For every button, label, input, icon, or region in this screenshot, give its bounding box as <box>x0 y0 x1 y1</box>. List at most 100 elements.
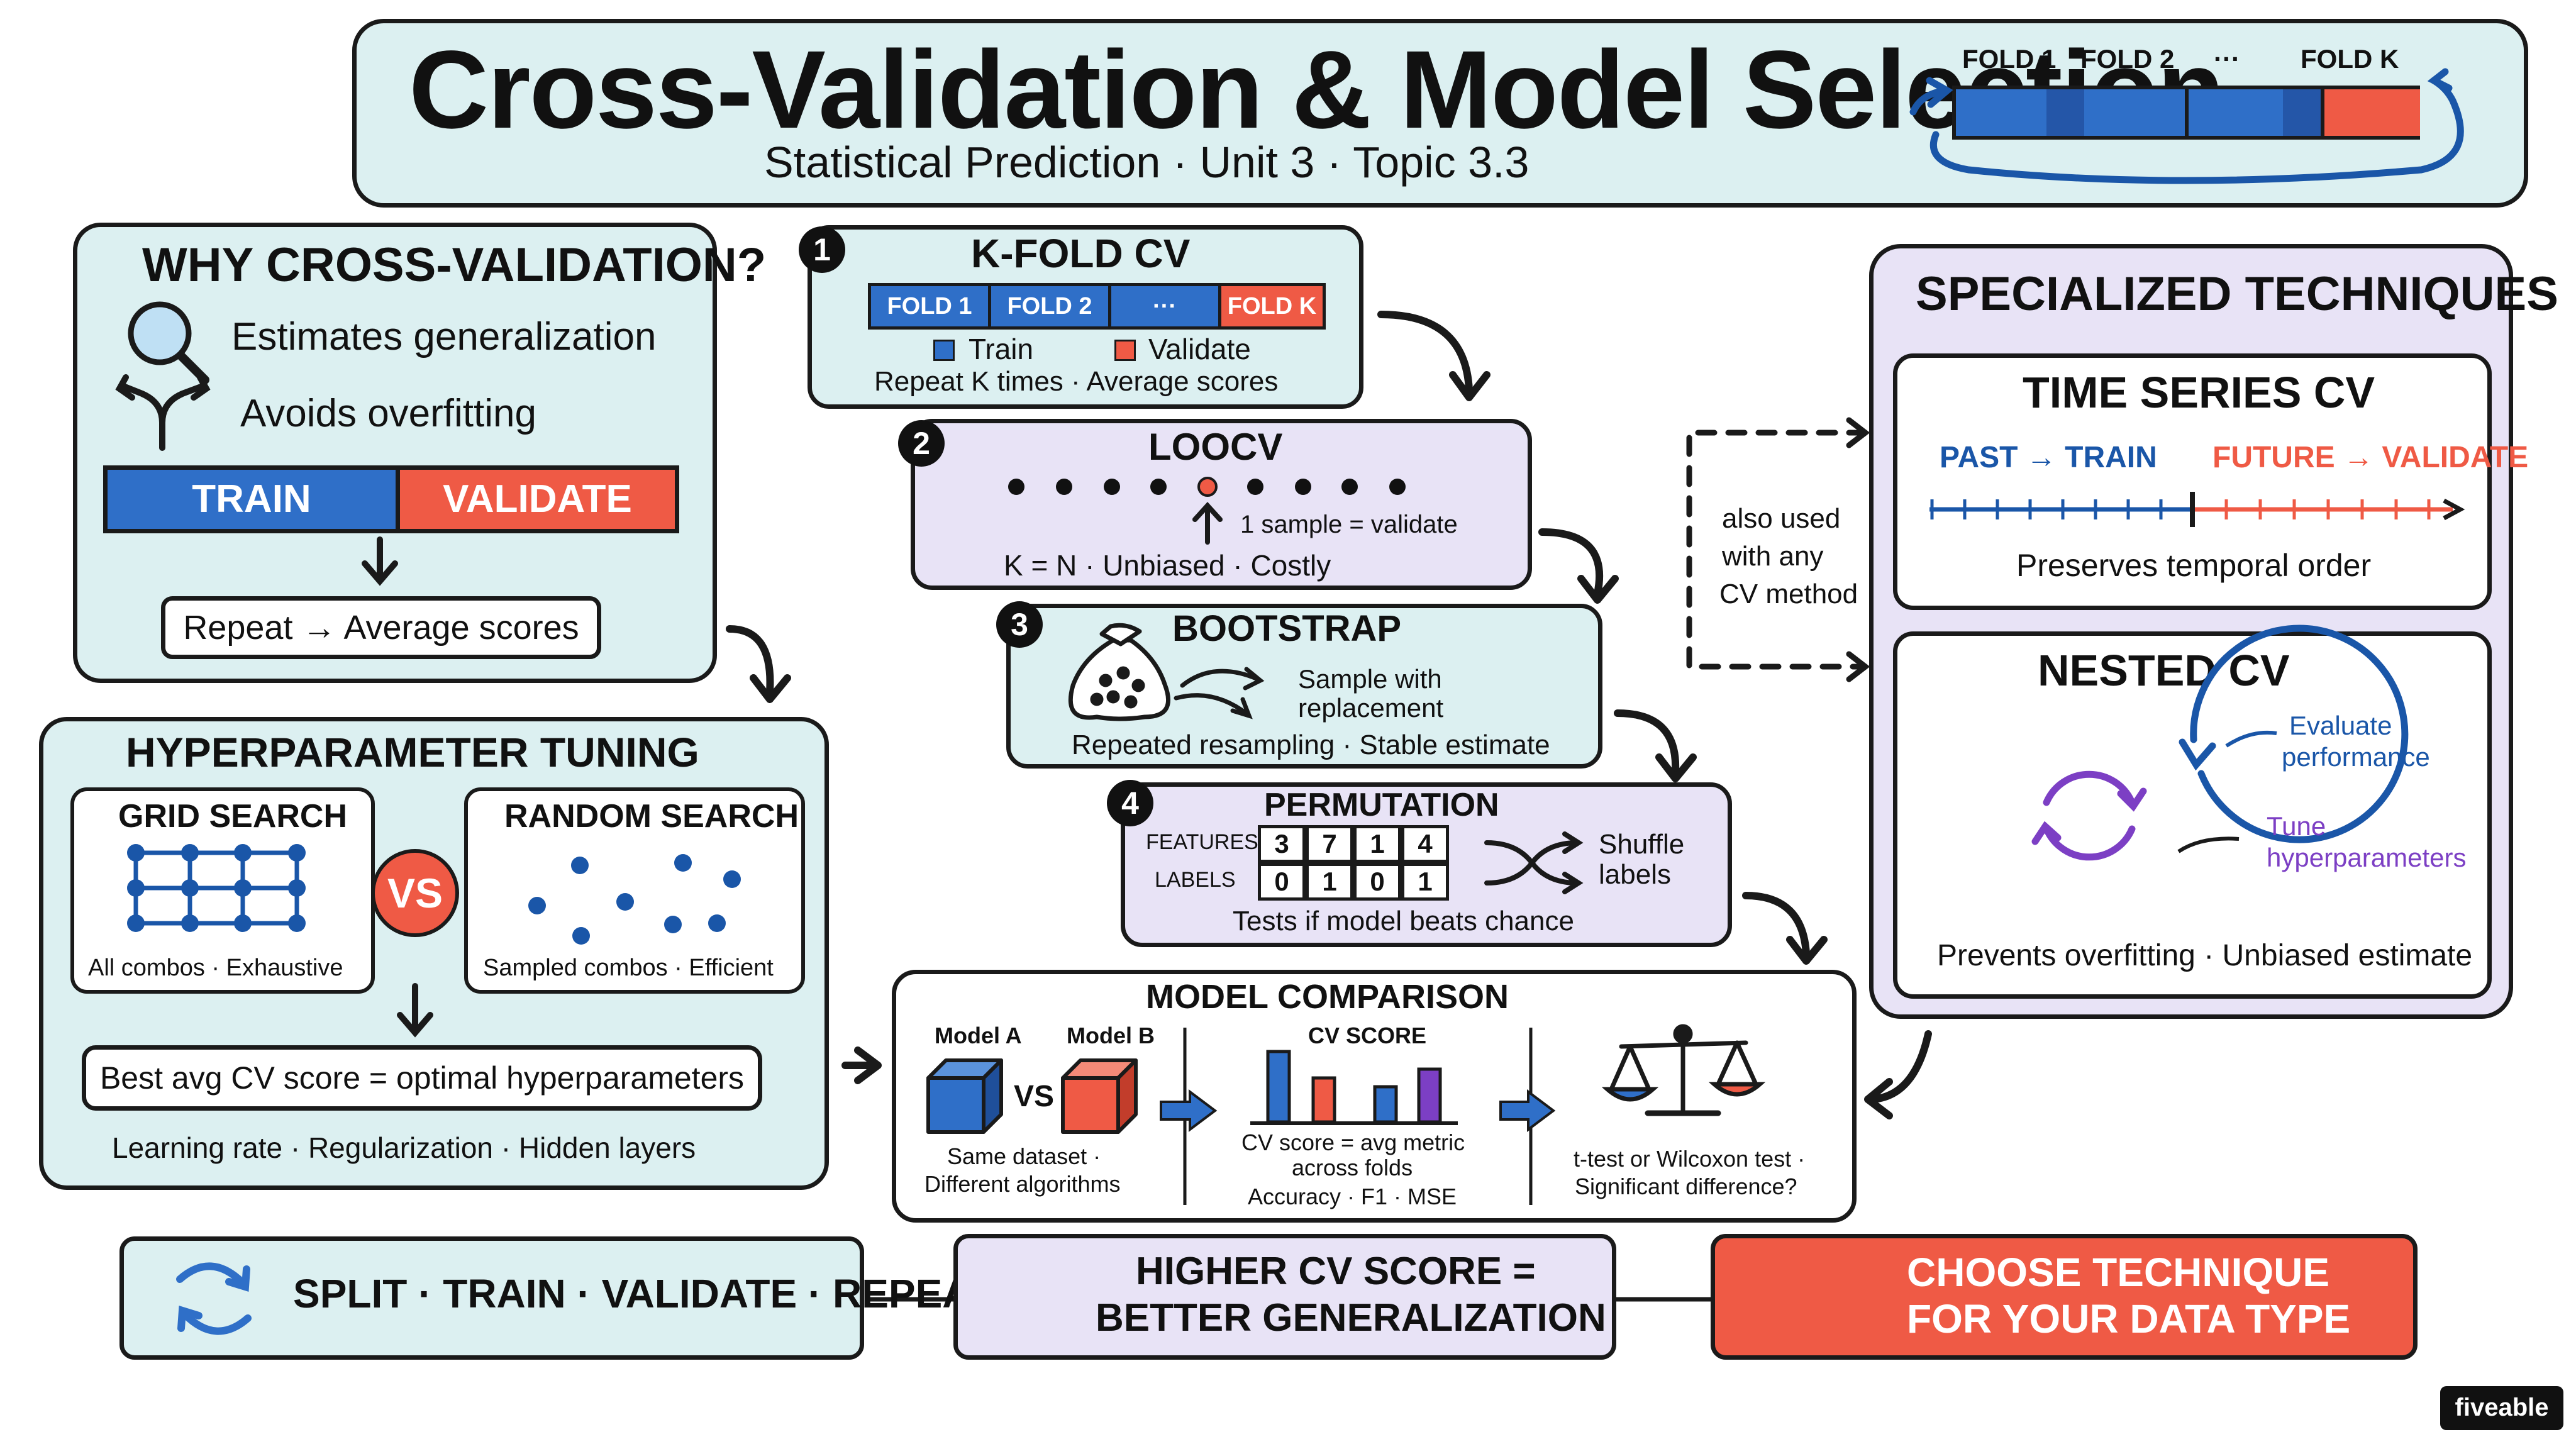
footer-higher-line2: BETTER GENERALIZATION <box>1096 1296 1606 1340</box>
random-search-card <box>464 787 805 994</box>
footer-higher-box <box>953 1234 1616 1360</box>
legend-train-swatch <box>933 340 955 361</box>
best-score-label: Best avg CV score = optimal hyperparamet… <box>99 1060 745 1096</box>
nested-outer-line1: Evaluate <box>2289 711 2392 740</box>
step-number-4: 4 <box>1107 780 1153 826</box>
shuffle-line2: labels <box>1599 859 1671 890</box>
connector-arrow <box>726 625 774 696</box>
step-number-2: 2 <box>898 420 945 467</box>
cv-caption-line2: across folds <box>1292 1155 1413 1180</box>
permutation-caption: Tests if model beats chance <box>1233 906 1574 936</box>
nested-cv-title: NESTED CV <box>2038 646 2290 695</box>
also-used-line3: CV method <box>1719 579 1858 609</box>
footer-choose-line1: CHOOSE TECHNIQUE <box>1907 1250 2330 1295</box>
loocv-title: LOOCV <box>1148 426 1283 468</box>
legend-validate-label: Validate <box>1148 333 1251 365</box>
connector-arrow <box>1864 1078 1893 1119</box>
header-fold-label: FOLD 1 <box>1962 44 2057 74</box>
kfold-fold-2: FOLD 2 <box>988 286 1108 326</box>
kfold-title: K-FOLD CV <box>971 231 1191 276</box>
time-series-caption: Preserves temporal order <box>2016 548 2372 583</box>
grid-search-caption: All combos · Exhaustive <box>88 955 343 981</box>
footer-loop-box <box>119 1236 864 1360</box>
page-title: Cross-Validation & Model Selection <box>409 28 2224 152</box>
header-fold-label: ··· <box>2214 44 2240 74</box>
permutation-title: PERMUTATION <box>1264 787 1499 823</box>
dashed-connector-head <box>1846 417 1870 448</box>
brand-badge: fiveable <box>2440 1386 2563 1430</box>
header-fold-validate <box>2321 89 2420 136</box>
hyperparameter-list: Learning rate · Regularization · Hidden … <box>112 1131 696 1164</box>
validate-segment: VALIDATE <box>396 470 675 529</box>
footer-choose-line2: FOR YOUR DATA TYPE <box>1907 1296 2351 1341</box>
repeat-average-pill: Repeat → Average scores <box>161 596 601 659</box>
also-used-line2: with any <box>1722 541 1824 572</box>
connector-arrow <box>1538 528 1604 597</box>
footer-loop-label: SPLIT · TRAIN · VALIDATE · REPEAT <box>293 1271 993 1316</box>
dashed-connector-head <box>1846 651 1870 682</box>
grid-search-title: GRID SEARCH <box>118 798 348 835</box>
header-fold-label: FOLD K <box>2301 44 2399 74</box>
tuning-title: HYPERPARAMETER TUNING <box>126 729 699 775</box>
connector-arrow <box>1577 575 1619 604</box>
model-b-label: Model B <box>1067 1023 1155 1048</box>
connector-arrow <box>750 674 791 703</box>
label-cell: 1 <box>1306 863 1353 901</box>
model-a-label: Model A <box>935 1023 1022 1048</box>
feature-cell: 7 <box>1306 825 1353 863</box>
shuffle-line1: Shuffle <box>1599 829 1685 860</box>
bootstrap-note-line1: Sample with <box>1298 664 1442 694</box>
nested-inner-line1: Tune <box>2267 811 2326 841</box>
cv-caption-line1: CV score = avg metric <box>1241 1130 1465 1155</box>
feature-cell: 3 <box>1258 825 1306 863</box>
labels-row-label: LABELS <box>1155 868 1236 892</box>
cv-score-title: CV SCORE <box>1308 1023 1427 1048</box>
page-subtitle: Statistical Prediction · Unit 3 · Topic … <box>764 138 1530 187</box>
random-search-title: RANDOM SEARCH <box>504 798 799 835</box>
vs-badge: VS <box>371 849 459 937</box>
also-used-line1: also used <box>1722 503 1841 534</box>
kfold-fold-1: FOLD 1 <box>871 286 988 326</box>
label-cell: 0 <box>1353 863 1401 901</box>
feature-cell: 1 <box>1353 825 1401 863</box>
features-row-label: FEATURES <box>1146 830 1258 854</box>
why-title: WHY CROSS-VALIDATION? <box>142 238 767 292</box>
loocv-note: 1 sample = validate <box>1240 511 1458 538</box>
nested-outer-line2: performance <box>2282 742 2430 772</box>
grid-search-card <box>70 787 375 994</box>
feature-cell: 4 <box>1401 825 1449 863</box>
kfold-bar: FOLD 1 FOLD 2 ··· FOLD K <box>868 283 1326 330</box>
connector-arrow <box>1868 1030 1932 1103</box>
brand-label: fiveable <box>2455 1394 2549 1421</box>
step-number-1: 1 <box>799 226 845 273</box>
ts-future-label: FUTURE → VALIDATE <box>2212 441 2529 474</box>
footer-higher-line1: HIGHER CV SCORE = <box>1136 1250 1536 1293</box>
specialized-title: SPECIALIZED TECHNIQUES <box>1916 267 2558 321</box>
why-item-overfitting: Avoids overfitting <box>240 392 536 435</box>
header-fold-divider <box>2046 89 2084 136</box>
test-caption-line1: t-test or Wilcoxon test · <box>1574 1146 1806 1172</box>
header-fold-label: FOLD 2 <box>2080 44 2175 74</box>
models-caption-line1: Same dataset · <box>947 1143 1101 1169</box>
random-search-caption: Sampled combos · Efficient <box>483 955 774 981</box>
header-fold-divider <box>2185 89 2189 136</box>
kfold-fold-k: FOLD K <box>1218 286 1323 326</box>
header-fold-bar <box>1952 86 2420 140</box>
vs-label: VS <box>387 870 443 916</box>
step-number-3: 3 <box>996 601 1043 648</box>
bootstrap-title: BOOTSTRAP <box>1172 608 1402 649</box>
connector-arrow <box>854 1046 882 1084</box>
models-caption-line2: Different algorithms <box>924 1171 1121 1197</box>
time-series-title: TIME SERIES CV <box>2023 368 2375 417</box>
legend-train-label: Train <box>969 333 1034 365</box>
connector-arrow <box>1614 709 1680 775</box>
kfold-fold-ellipsis: ··· <box>1108 286 1218 326</box>
train-segment: TRAIN <box>108 470 396 529</box>
connector-arrow <box>1786 936 1828 965</box>
footer-choose-box <box>1711 1234 2418 1360</box>
loocv-caption: K = N · Unbiased · Costly <box>1004 549 1331 582</box>
connector-arrow <box>1377 311 1473 394</box>
connector-arrow <box>1449 371 1491 401</box>
kfold-caption: Repeat K times · Average scores <box>874 366 1279 397</box>
ts-past-label: PAST → TRAIN <box>1940 441 2157 474</box>
